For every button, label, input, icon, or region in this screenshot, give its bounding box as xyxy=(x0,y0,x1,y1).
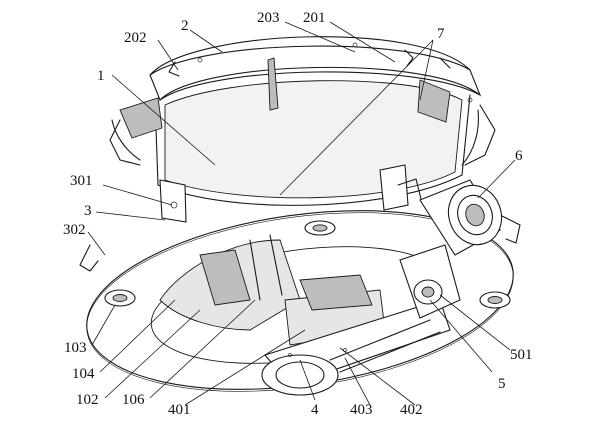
label-501: 501 xyxy=(510,347,533,363)
label-106: 106 xyxy=(122,392,145,408)
reference-labels: 1 2 202 203 201 7 6 301 3 302 103 104 10… xyxy=(63,10,533,418)
label-3: 3 xyxy=(84,203,92,219)
label-203: 203 xyxy=(257,10,280,26)
drive-arm xyxy=(261,299,451,396)
label-401: 401 xyxy=(168,402,191,418)
side-bracket xyxy=(159,164,423,223)
label-301: 301 xyxy=(70,173,93,189)
input-pulley xyxy=(419,179,503,256)
label-102: 102 xyxy=(76,392,99,408)
upper-housing xyxy=(109,36,496,206)
label-7: 7 xyxy=(437,26,445,42)
label-104: 104 xyxy=(72,366,95,382)
label-402: 402 xyxy=(400,402,423,418)
label-201: 201 xyxy=(303,10,326,26)
label-4: 4 xyxy=(311,402,319,418)
inner-cavity xyxy=(159,234,386,346)
label-5: 5 xyxy=(498,376,506,392)
label-2: 2 xyxy=(181,18,189,34)
label-103: 103 xyxy=(64,340,87,356)
label-302: 302 xyxy=(63,222,86,238)
label-202: 202 xyxy=(124,30,147,46)
leader-lines xyxy=(87,21,516,406)
label-6: 6 xyxy=(515,148,523,164)
label-1: 1 xyxy=(97,68,105,84)
bearing-housing xyxy=(399,244,461,319)
label-403: 403 xyxy=(350,402,373,418)
